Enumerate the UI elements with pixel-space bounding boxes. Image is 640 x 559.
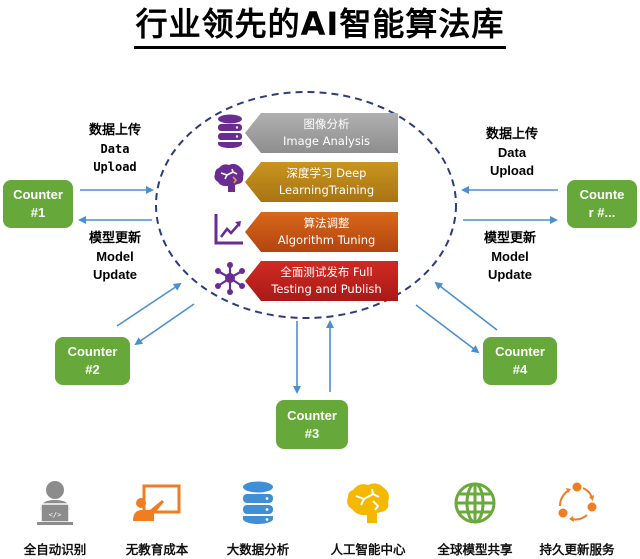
counter-1-node[interactable]: Counter #1 [3, 180, 73, 228]
globe-icon [454, 482, 496, 524]
page-title: 行业领先的AI智能算法库 [0, 4, 640, 49]
database-icon [243, 481, 273, 524]
left-update-label: 模型更新 Model Update [88, 231, 141, 282]
cycle-icon [558, 482, 597, 522]
counter-3-node[interactable]: Counter #3 [276, 400, 348, 449]
arrow-counter4-update [415, 304, 480, 354]
arrow-counter2-update [134, 303, 195, 346]
brain-icon [214, 163, 244, 192]
left-upload-label: 数据上传 Data Upload [88, 123, 141, 174]
right-update-label: 模型更新 Model Update [483, 231, 536, 282]
svg-text:</>: </> [49, 511, 62, 519]
brain-icon [347, 483, 389, 523]
counter-4-node[interactable]: Counter #4 [483, 337, 557, 385]
counter-n-node[interactable]: Counte r #... [567, 180, 637, 228]
database-icon [218, 114, 242, 148]
pipeline-step-image-analysis: 图像分析 Image Analysis [245, 113, 398, 153]
feature-continuous-updates: 持久更新服务 [522, 478, 632, 558]
feature-global-model-sharing: 全球模型共享 [420, 478, 530, 558]
counter-2-node[interactable]: Counter #2 [55, 337, 130, 385]
line-chart-icon [214, 214, 243, 245]
page-title-text: 行业领先的AI智能算法库 [133, 4, 507, 49]
pipeline-step-deep-learning: 深度学习 Deep LearningTraining [245, 162, 398, 202]
arrow-counter4-upload [434, 281, 498, 331]
pipeline-step-algorithm-tuning: 算法调整 Algorithm Tuning [245, 212, 398, 252]
pipeline-step-testing-publish: 全面测试发布 Full Testing and Publish [245, 261, 398, 301]
network-node-icon [215, 262, 245, 295]
right-upload-label: 数据上传 Data Upload [485, 127, 538, 178]
feature-big-data-analysis: 大数据分析 [203, 478, 313, 558]
feature-auto-recognition: </> 全自动识别 [0, 478, 110, 558]
teacher-board-icon [133, 484, 181, 521]
feature-no-training-cost: 无教育成本 [102, 478, 212, 558]
feature-ai-center: 人工智能中心 [313, 478, 423, 558]
arrow-counter2-upload [116, 282, 182, 327]
programmer-laptop-icon: </> [37, 481, 73, 525]
central-dashed-circle [155, 91, 457, 319]
